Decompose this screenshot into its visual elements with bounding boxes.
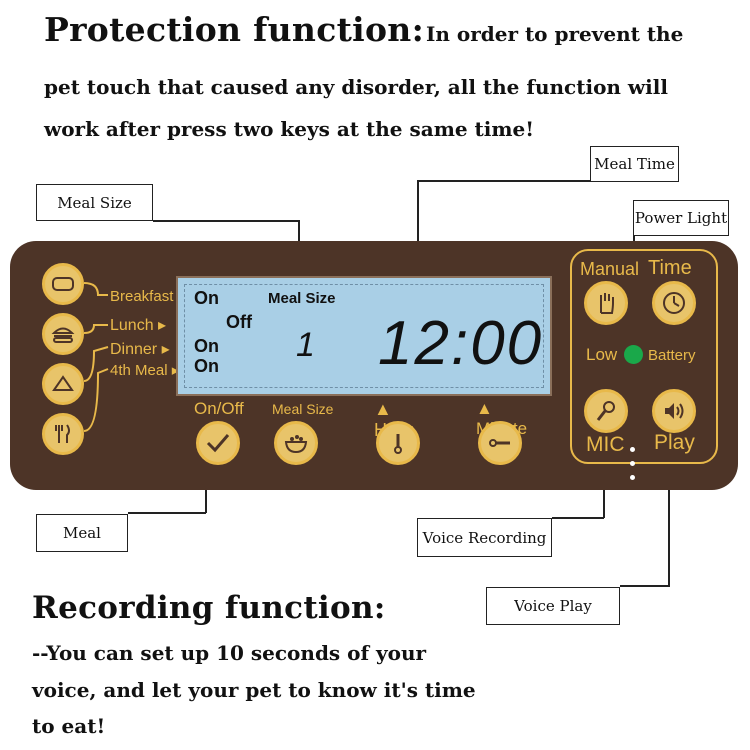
- protection-line-3: work after press two keys at the same ti…: [44, 117, 535, 141]
- checkmark-icon: [206, 434, 230, 453]
- callout-power-light: Power Light: [633, 200, 729, 236]
- callout-voice-play: Voice Play: [486, 587, 620, 625]
- breakfast-icon[interactable]: [42, 263, 84, 305]
- menu-breakfast: Breakfast ▸: [110, 287, 185, 305]
- hour-button[interactable]: [376, 421, 420, 465]
- menu-breakfast-label: Breakfast: [110, 288, 174, 305]
- lcd-on-1: On: [194, 288, 219, 308]
- hour-hand-icon: [394, 434, 402, 454]
- hole-dot-1: [630, 447, 635, 452]
- burger-icon: [51, 327, 75, 343]
- lcd-meal-size-label: Meal Size: [268, 290, 336, 307]
- menu-fourth-meal: 4th Meal ▸: [110, 362, 180, 379]
- lcd-off: Off: [226, 312, 252, 332]
- lunch-icon[interactable]: [42, 313, 84, 355]
- manual-button[interactable]: [584, 281, 628, 325]
- lcd-on-2: On: [194, 336, 219, 356]
- battery-label: Battery: [648, 347, 696, 364]
- play-label: Play: [654, 431, 695, 454]
- minute-hand-icon: [489, 439, 510, 447]
- minute-button[interactable]: [478, 421, 522, 465]
- recording-line-2: voice, and let your pet to know it's tim…: [32, 678, 476, 702]
- lcd-meal-size-value: 1: [296, 326, 315, 364]
- callout-voice-recording: Voice Recording: [417, 518, 552, 557]
- food-bowl-icon: [284, 435, 308, 454]
- power-led: [624, 345, 643, 364]
- recording-title: Recording function:: [32, 590, 386, 626]
- lcd-dashed-border: [184, 284, 544, 388]
- menu-dinner-label: Dinner: [110, 341, 158, 358]
- hole-dot-3: [630, 475, 635, 480]
- meal-size-leader-h: [153, 220, 299, 222]
- menu-connectors: [84, 282, 109, 432]
- dinner-icon[interactable]: [42, 363, 84, 405]
- fourth-meal-icon[interactable]: [42, 413, 84, 455]
- time-button[interactable]: [652, 281, 696, 325]
- on-off-label: On/Off: [194, 399, 244, 418]
- manual-label: Manual: [580, 259, 640, 279]
- menu-dinner: Dinner ▸: [110, 341, 170, 358]
- menu-lunch-label: Lunch: [110, 317, 154, 334]
- on-off-button[interactable]: [196, 421, 240, 465]
- lcd-display: On Meal Size Off On On 1 12:00: [176, 276, 552, 396]
- protection-title: Protection function:: [44, 10, 425, 49]
- callout-meal-time: Meal Time: [590, 146, 679, 182]
- voice-play-leader-h: [620, 585, 670, 587]
- microphone-icon: [596, 401, 615, 421]
- time-label: Time: [648, 257, 692, 279]
- hand-icon: [600, 293, 614, 314]
- recording-line-1: --You can set up 10 seconds of your: [32, 641, 427, 665]
- mic-button[interactable]: [584, 389, 628, 433]
- meal-size-button-label: Meal Size: [272, 401, 334, 417]
- menu-fourth-meal-label: 4th Meal: [110, 362, 168, 379]
- fork-knife-icon: [55, 424, 70, 443]
- speaker-icon: [665, 403, 684, 419]
- right-control-group: [570, 249, 718, 464]
- clock-icon: [663, 292, 685, 314]
- voice-recording-leader: [603, 466, 605, 518]
- recording-line-3: to eat!: [32, 714, 106, 738]
- meal-size-button[interactable]: [274, 421, 318, 465]
- lcd-meal-time: 12:00: [378, 309, 544, 378]
- menu-lunch: Lunch ▸: [110, 317, 167, 334]
- meal-time-leader-h: [417, 180, 590, 182]
- protection-line-2: pet touch that caused any disorder, all …: [44, 75, 668, 99]
- callout-meal: Meal: [36, 514, 128, 552]
- hole-dot-2: [630, 461, 635, 466]
- meal-leader-h: [128, 512, 206, 514]
- low-label: Low: [586, 345, 618, 364]
- protection-line-1: In order to prevent the: [426, 22, 684, 46]
- voice-play-leader: [668, 466, 670, 586]
- mic-label: MIC: [586, 433, 625, 456]
- cake-slice-icon: [52, 375, 74, 391]
- callout-meal-size: Meal Size: [36, 184, 153, 221]
- lcd-on-3: On: [194, 356, 219, 376]
- voice-recording-leader-h: [552, 517, 604, 519]
- play-button[interactable]: [652, 389, 696, 433]
- toast-icon: [52, 277, 74, 291]
